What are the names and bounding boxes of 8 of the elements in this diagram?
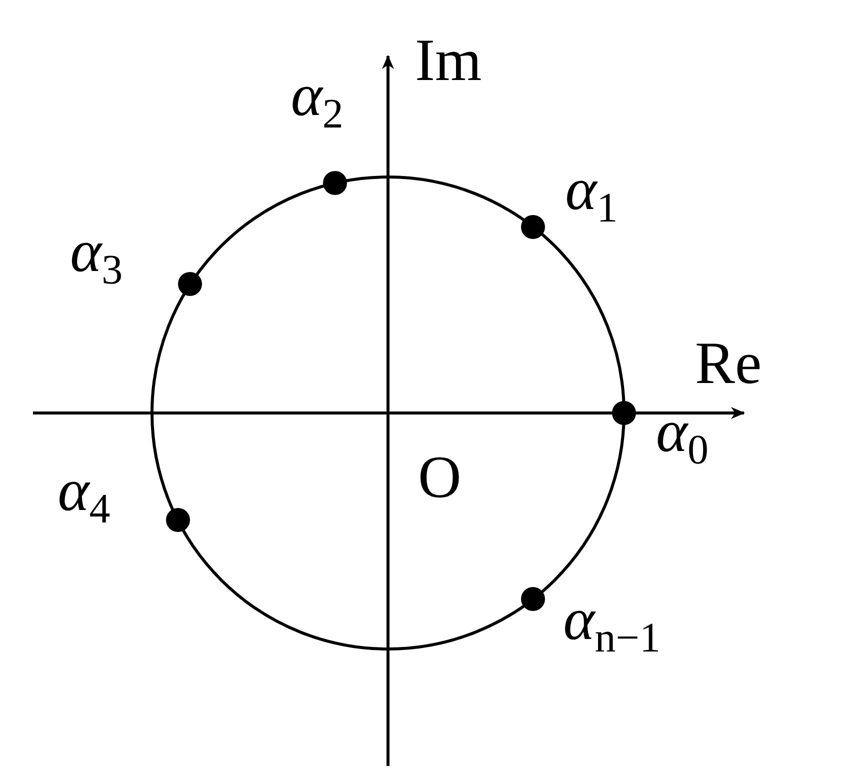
axis-label: Im	[415, 30, 482, 90]
point-label: α$_{n−1}$	[563, 588, 660, 649]
point-label: α$_{3}$	[70, 221, 123, 282]
point-label: α$_{1}$	[565, 159, 618, 220]
point-label: α$_{2}$	[290, 65, 344, 126]
origin-label: O	[418, 447, 462, 507]
axis-label: Re	[695, 333, 762, 393]
point-label: α$_{4}$	[58, 460, 110, 520]
